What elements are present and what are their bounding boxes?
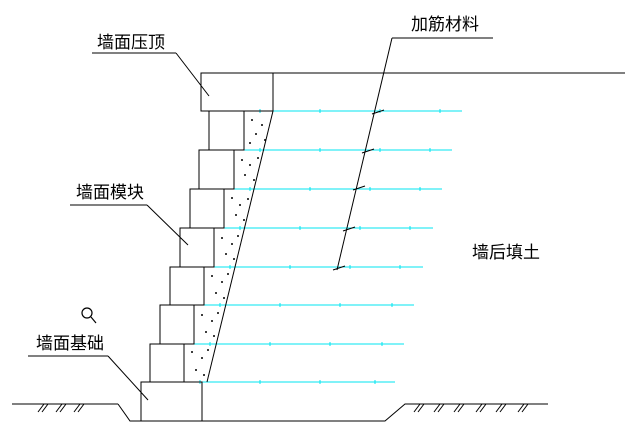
wall-module-block: [179, 227, 215, 268]
ground-hatch: [37, 403, 529, 413]
wall-module-block: [189, 188, 225, 229]
reinforcement-leader-slope: [336, 37, 393, 271]
geogrid-ticks: [199, 109, 441, 384]
wall-module-block: [208, 110, 245, 151]
label-module: 墙面模块: [76, 183, 144, 203]
wall-module-block: [149, 343, 185, 383]
wall-foundation-block: [140, 381, 203, 422]
magnifier-icon: [81, 307, 97, 324]
label-reinforcement: 加筋材料: [411, 15, 479, 35]
label-foundation: 墙面基础: [36, 334, 104, 354]
wall-module-block: [198, 149, 235, 190]
gravel-fill: [191, 119, 266, 376]
geogrid-layers: [150, 110, 462, 383]
label-coping: 墙面压顶: [97, 33, 165, 53]
gravel-zone-back-line: [206, 110, 274, 383]
wall-coping-block: [200, 72, 274, 112]
label-backfill: 墙后填土: [472, 243, 540, 263]
wall-module-block: [159, 304, 195, 345]
excavation-outline: [117, 403, 548, 422]
wall-module-block: [169, 266, 205, 306]
